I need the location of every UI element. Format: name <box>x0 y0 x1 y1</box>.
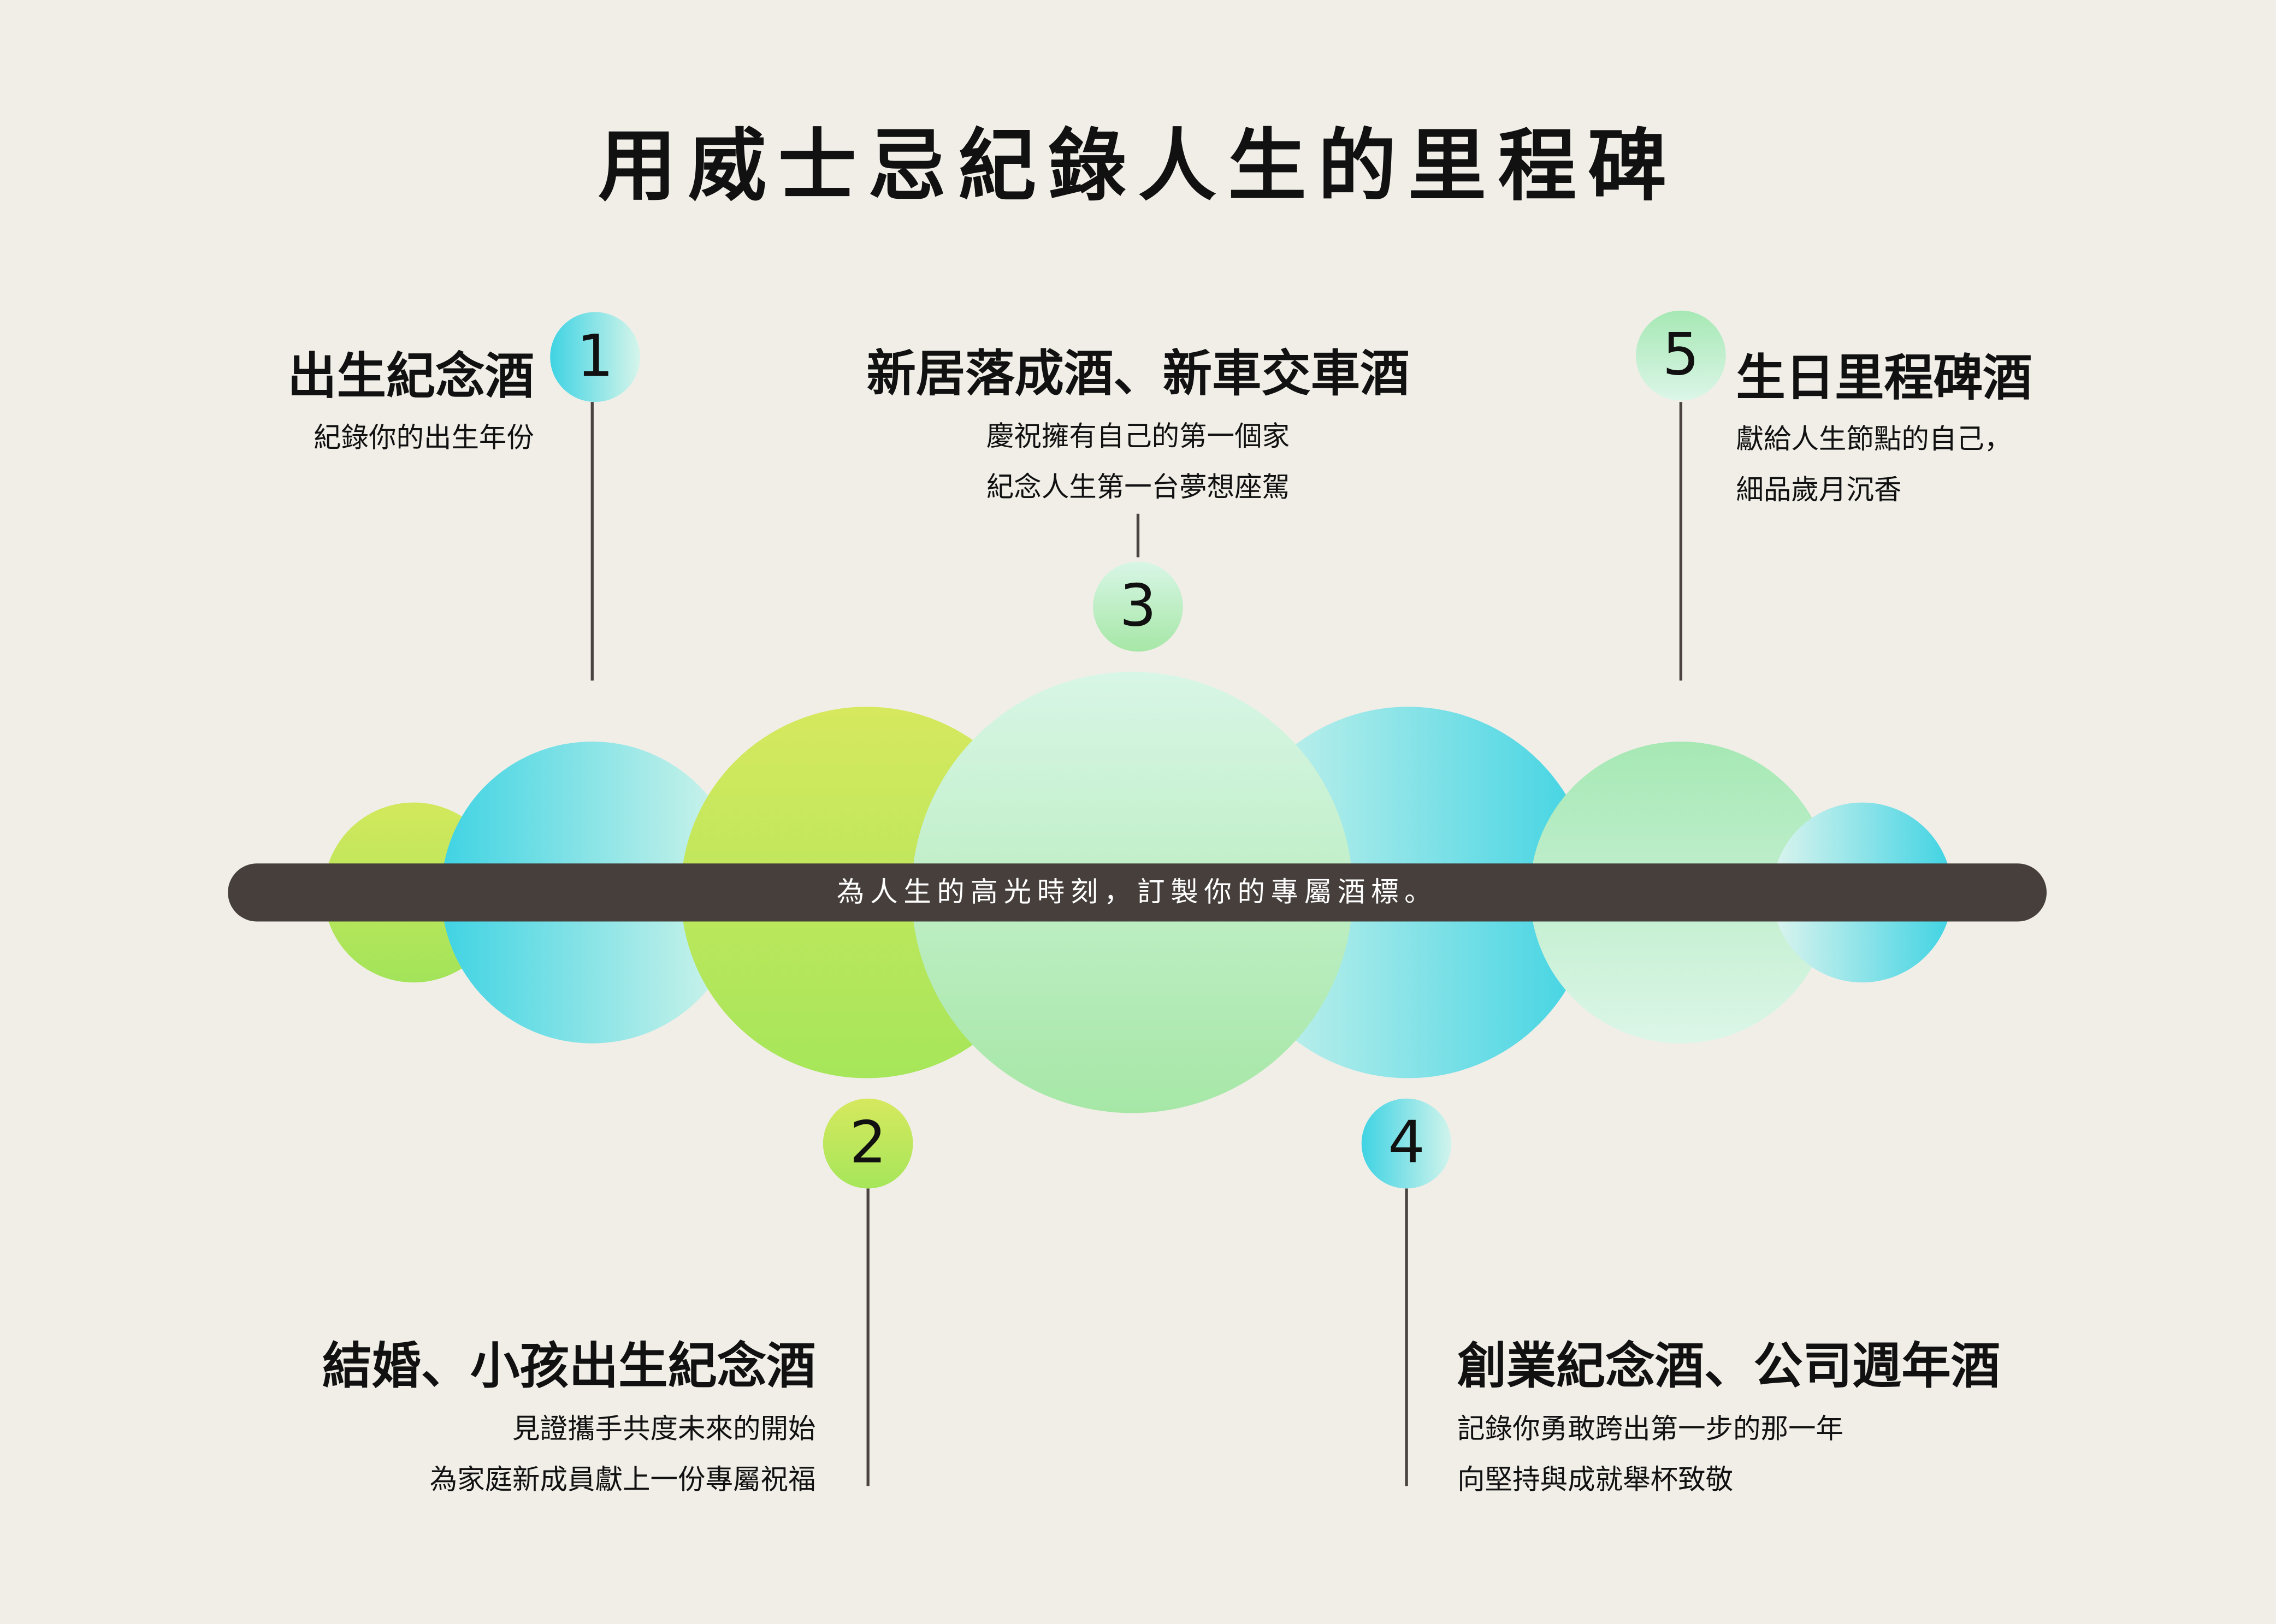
milestone-desc: 細品歲月沉香 <box>1736 475 1902 507</box>
milestone-heading: 出生紀念酒 <box>287 348 534 407</box>
milestone-heading: 新居落成酒、新車交車酒 <box>866 345 1410 404</box>
badge-1: 1 <box>550 312 640 402</box>
milestone-desc: 慶祝擁有自己的第一個家 <box>986 420 1290 453</box>
milestone-5: 生日里程碑酒 獻給人生節點的自己， 細品歲月沉香 <box>1736 338 2032 517</box>
milestone-desc: 獻給人生節點的自己， <box>1736 423 2012 456</box>
connector-line-2 <box>866 1188 870 1486</box>
badge-5: 5 <box>1636 310 1726 401</box>
milestone-desc: 紀錄你的出生年份 <box>313 422 534 454</box>
milestone-desc: 記錄你勇敢跨出第一步的那一年 <box>1457 1413 1844 1445</box>
connector-line-4 <box>1405 1188 1408 1486</box>
milestone-2: 結婚、小孩出生紀念酒 見證攜手共度未來的開始 為家庭新成員獻上一份專屬祝福 <box>322 1326 816 1507</box>
badge-3: 3 <box>1093 561 1183 652</box>
milestone-desc: 見證攜手共度未來的開始 <box>512 1413 816 1445</box>
connector-line-1 <box>590 402 594 681</box>
connector-line-5 <box>1679 402 1683 681</box>
milestone-1: 出生紀念酒 紀錄你的出生年份 <box>287 337 534 465</box>
milestone-heading: 結婚、小孩出生紀念酒 <box>322 1338 816 1396</box>
page-title: 用威士忌紀錄人生的里程碑 <box>598 120 1678 212</box>
milestone-heading: 創業紀念酒、公司週年酒 <box>1457 1338 2001 1396</box>
connector-line-3 <box>1136 513 1140 558</box>
milestone-3: 新居落成酒、新車交車酒 慶祝擁有自己的第一個家 紀念人生第一台夢想座駕 <box>702 334 1574 514</box>
badge-4: 4 <box>1361 1098 1452 1189</box>
badge-2: 2 <box>823 1098 913 1189</box>
banner-bar: 為人生的高光時刻，訂製你的專屬酒標。 <box>228 863 2047 922</box>
milestone-desc: 為家庭新成員獻上一份專屬祝福 <box>429 1464 816 1496</box>
milestone-heading: 生日里程碑酒 <box>1736 349 2032 408</box>
milestone-desc: 向堅持與成就舉杯致敬 <box>1457 1464 1734 1496</box>
milestone-4: 創業紀念酒、公司週年酒 記錄你勇敢跨出第一步的那一年 向堅持與成就舉杯致敬 <box>1457 1326 2000 1507</box>
milestone-desc: 紀念人生第一台夢想座駕 <box>986 471 1290 504</box>
